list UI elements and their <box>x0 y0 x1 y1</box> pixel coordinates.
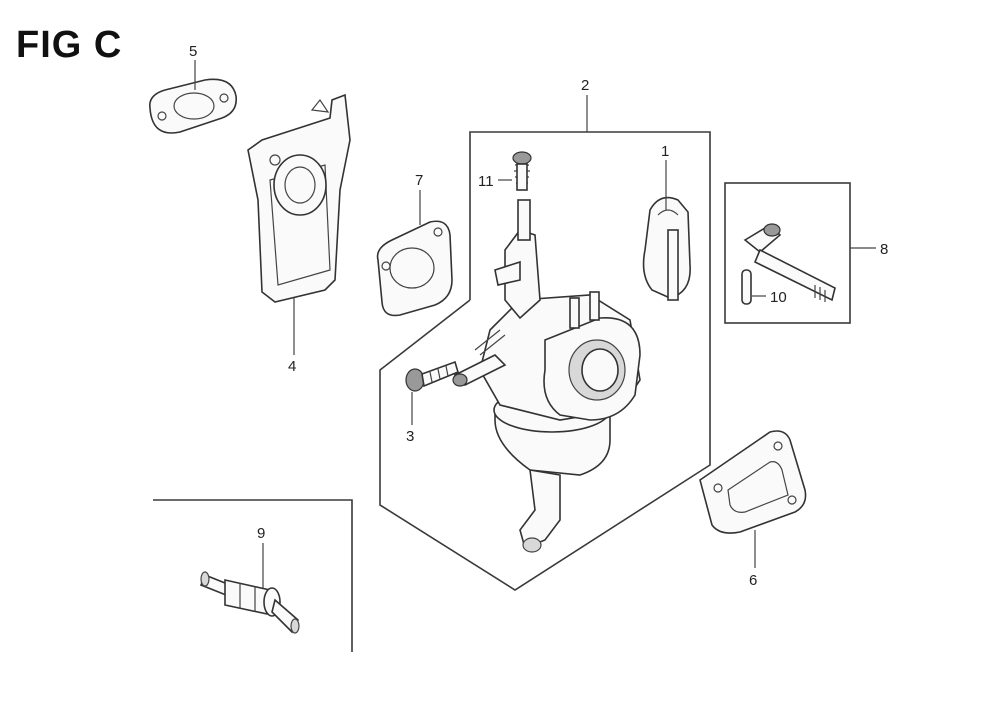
gasket-1 <box>642 196 691 301</box>
assembly-frame-9 <box>153 499 353 652</box>
gasket-7 <box>376 220 453 317</box>
fuel-filter-9 <box>199 571 300 634</box>
choke-lever-8 <box>743 223 836 302</box>
carburetor-2 <box>452 199 641 553</box>
callout-9: 9 <box>257 525 265 542</box>
callout-8: 8 <box>880 241 888 258</box>
callout-3: 3 <box>406 428 414 445</box>
gasket-6 <box>699 430 807 534</box>
callout-1: 1 <box>661 143 669 160</box>
figure-title: FIG C <box>16 24 123 66</box>
callout-4: 4 <box>288 358 296 375</box>
assembly-frame-2 <box>379 131 711 591</box>
gasket-5 <box>148 78 238 134</box>
drain-screw-11 <box>512 151 532 191</box>
callout-11: 11 <box>478 173 494 190</box>
assembly-frame-8 <box>724 182 851 324</box>
callout-2: 2 <box>581 77 589 94</box>
callout-10: 10 <box>770 289 787 306</box>
callout-6: 6 <box>749 572 757 589</box>
callout-7: 7 <box>415 172 423 189</box>
screw-3 <box>405 360 459 392</box>
insulator-bracket-4 <box>247 93 351 303</box>
pin-10 <box>741 269 752 305</box>
callout-5: 5 <box>189 43 197 60</box>
